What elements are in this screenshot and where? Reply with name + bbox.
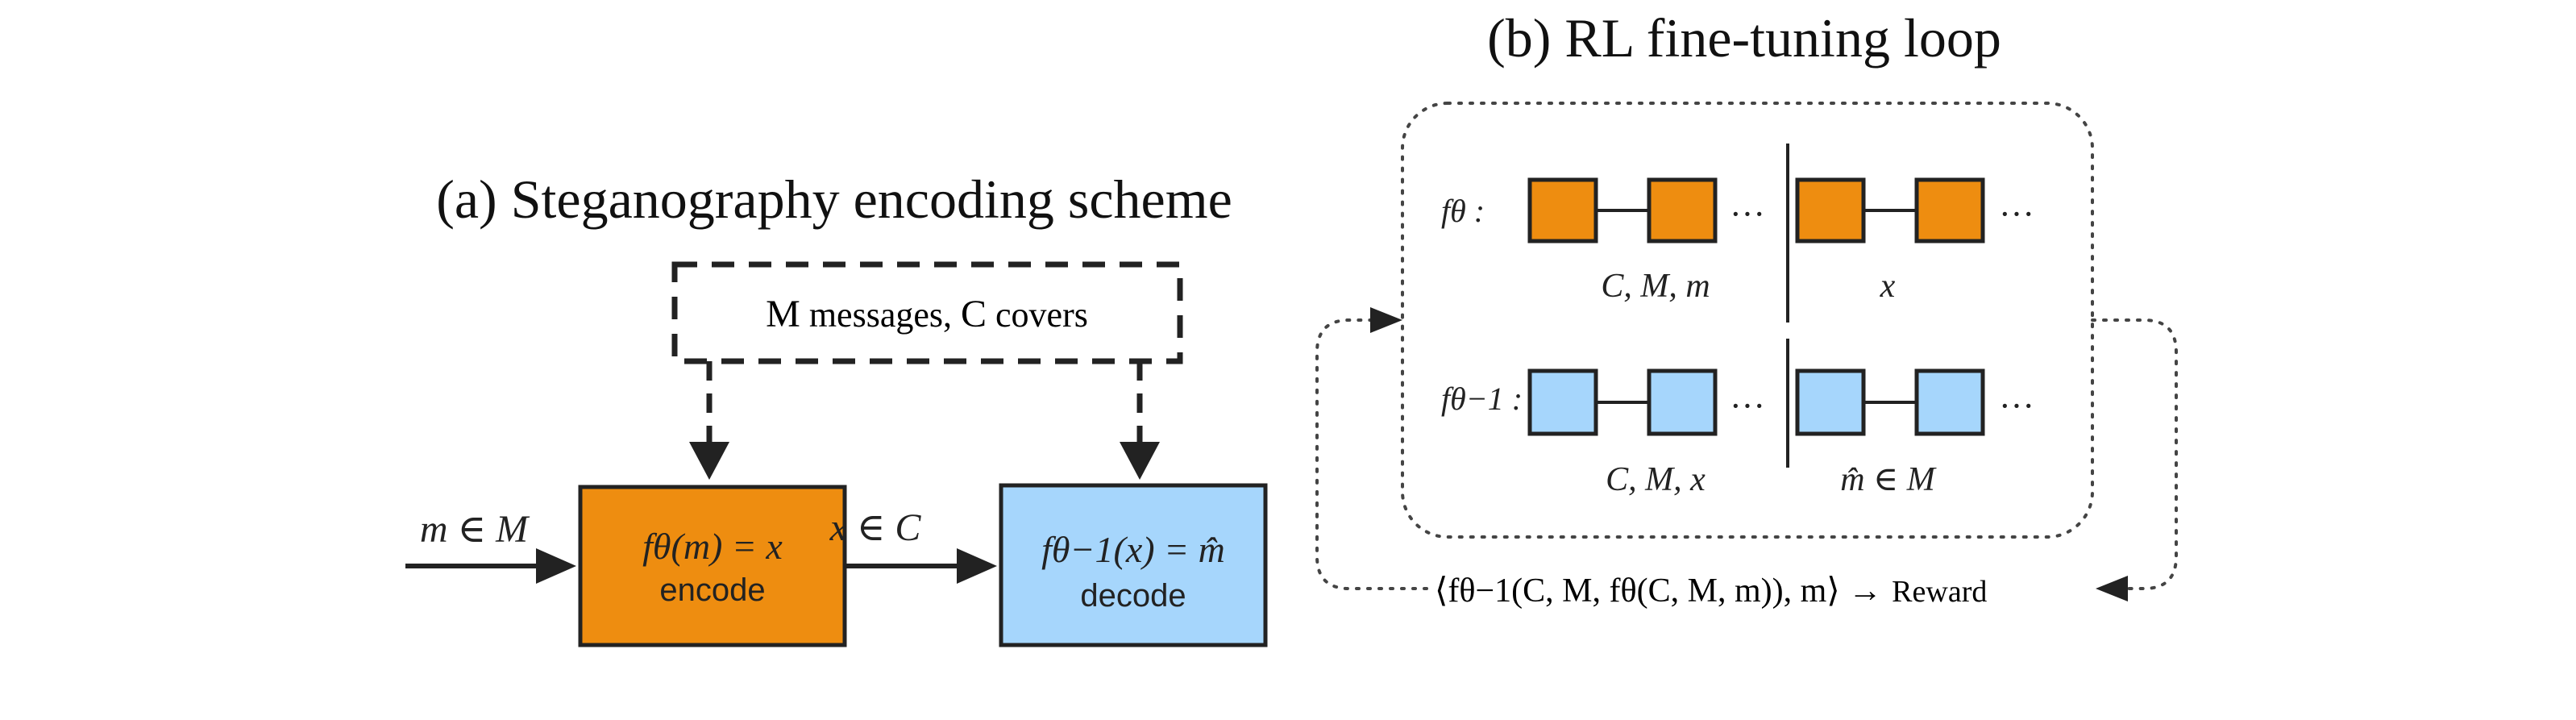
- params-text: M messages, C covers: [766, 293, 1088, 335]
- encoder-label: encode: [659, 572, 765, 608]
- row1-token-1: [1527, 177, 1598, 243]
- row2-ellipsis-left: ···: [1730, 386, 1765, 426]
- row2-token-4: [1914, 368, 1985, 436]
- row1-label: fθ :: [1441, 193, 1485, 229]
- panel-a-title: (a) Steganography encoding scheme: [436, 169, 1232, 230]
- row1-ellipsis-right: ···: [1999, 194, 2034, 234]
- row1-caption-right: x: [1880, 268, 1896, 305]
- row1-caption-left: C, M, m: [1601, 268, 1710, 305]
- encoder-box: [578, 485, 847, 647]
- panel-b: (b) RL fine-tuning loop fθ : ··· ··· C, …: [1315, 7, 2178, 610]
- middle-label: x ∈ C: [829, 506, 922, 549]
- decoder-label: decode: [1080, 578, 1186, 614]
- decoder-box: [999, 483, 1268, 647]
- params-to-decoder-arrowhead: [1120, 442, 1160, 480]
- row2-ellipsis-right: ···: [1999, 386, 2034, 426]
- row2-token-3: [1795, 368, 1866, 436]
- row1-token-2: [1647, 177, 1718, 243]
- loop-container: [1401, 102, 2094, 539]
- middle-arrowhead: [957, 548, 997, 584]
- loop-path-left: [1315, 318, 1428, 590]
- loop-path-right: [2091, 318, 2178, 590]
- row2-caption-left: C, M, x: [1606, 461, 1706, 498]
- input-label: m ∈ M: [420, 508, 530, 551]
- loop-arrowhead-container: [1370, 307, 1402, 333]
- row1-ellipsis-left: ···: [1730, 194, 1765, 234]
- decoder-formula: fθ−1(x) = m̂: [1041, 529, 1225, 570]
- loop-arrowhead-reward: [2096, 576, 2128, 601]
- row1-token-4: [1914, 177, 1985, 243]
- params-box: [671, 261, 1183, 364]
- row2-caption-right: m̂ ∈ M: [1840, 461, 1936, 498]
- panel-a: (a) Steganography encoding scheme M mess…: [405, 169, 1268, 647]
- input-arrowhead: [536, 548, 576, 584]
- row1-token-3: [1795, 177, 1866, 243]
- params-to-encoder-arrowhead: [689, 442, 729, 480]
- reward-expression: ⟨fθ−1(C, M, fθ(C, M, m)), m⟩ →Reward: [1435, 572, 1987, 610]
- panel-b-title: (b) RL fine-tuning loop: [1487, 7, 2001, 69]
- row2-token-2: [1647, 368, 1718, 436]
- row2-token-1: [1527, 368, 1598, 436]
- encoder-formula: fθ(m) = x: [642, 526, 783, 567]
- row2-label: fθ−1 :: [1441, 381, 1523, 417]
